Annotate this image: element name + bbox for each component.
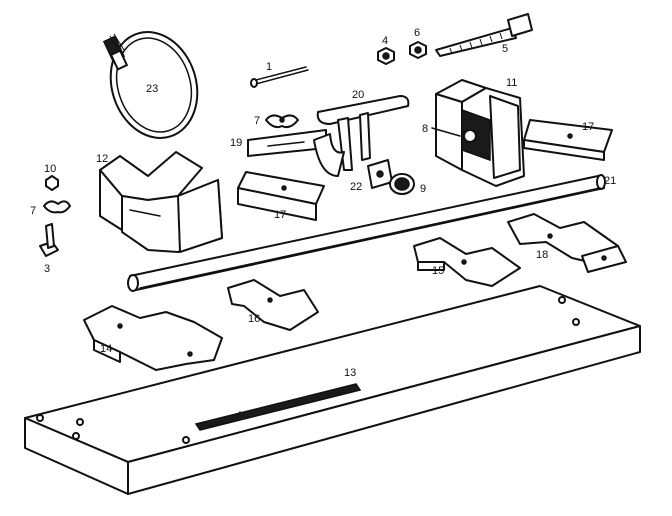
label-part-17-left: 17 xyxy=(274,209,286,221)
part-15-plate xyxy=(413,237,521,287)
label-part-14: 14 xyxy=(100,343,112,355)
part-6-nut xyxy=(409,41,427,59)
label-part-20: 20 xyxy=(352,89,364,101)
label-part-3: 3 xyxy=(44,263,50,275)
label-part-4: 4 xyxy=(382,35,388,47)
part-7-wing-nut xyxy=(265,114,299,129)
label-part-18: 18 xyxy=(536,249,548,261)
part-7-wing-nut-lower xyxy=(43,200,71,214)
label-part-16: 16 xyxy=(248,313,260,325)
label-part-5: 5 xyxy=(502,43,508,55)
label-part-13: 13 xyxy=(344,367,356,379)
label-part-19: 19 xyxy=(230,137,242,149)
part-16-plate xyxy=(227,279,319,331)
label-part-15: 15 xyxy=(432,265,444,277)
label-part-6: 6 xyxy=(414,27,420,39)
part-3-bolt xyxy=(39,223,59,257)
label-part-1: 1 xyxy=(266,61,272,73)
label-part-17-right: 17 xyxy=(582,121,594,133)
part-14-plate xyxy=(83,305,223,371)
label-part-9: 9 xyxy=(420,183,426,195)
part-17-bracket-left xyxy=(237,171,325,221)
part-19-bracket xyxy=(247,129,345,177)
part-12-saddle-support xyxy=(99,151,223,253)
part-20-handle xyxy=(316,95,410,171)
label-part-7-lower: 7 xyxy=(30,205,36,217)
label-part-8: 8 xyxy=(422,123,428,135)
part-9-knob xyxy=(389,173,415,195)
label-part-12: 12 xyxy=(96,153,108,165)
leader-line-8 xyxy=(431,127,461,137)
label-part-10: 10 xyxy=(44,163,56,175)
part-5-screw xyxy=(435,13,533,57)
part-13-base-rail xyxy=(24,285,641,495)
label-part-23: 23 xyxy=(146,83,158,95)
part-23-hose-clamp xyxy=(102,31,199,139)
part-21-rod xyxy=(127,174,606,292)
label-part-22: 22 xyxy=(350,181,362,193)
part-10-nut xyxy=(45,175,59,191)
part-1-pin xyxy=(250,66,309,88)
label-part-7-top: 7 xyxy=(254,115,260,127)
part-11-housing xyxy=(435,79,525,187)
label-part-11: 11 xyxy=(506,77,517,89)
part-18-plate xyxy=(507,213,627,273)
part-22-plate xyxy=(367,159,393,189)
part-4-nut xyxy=(377,47,395,65)
label-part-21: 21 xyxy=(604,175,616,187)
part-17-bracket-right xyxy=(523,119,613,161)
